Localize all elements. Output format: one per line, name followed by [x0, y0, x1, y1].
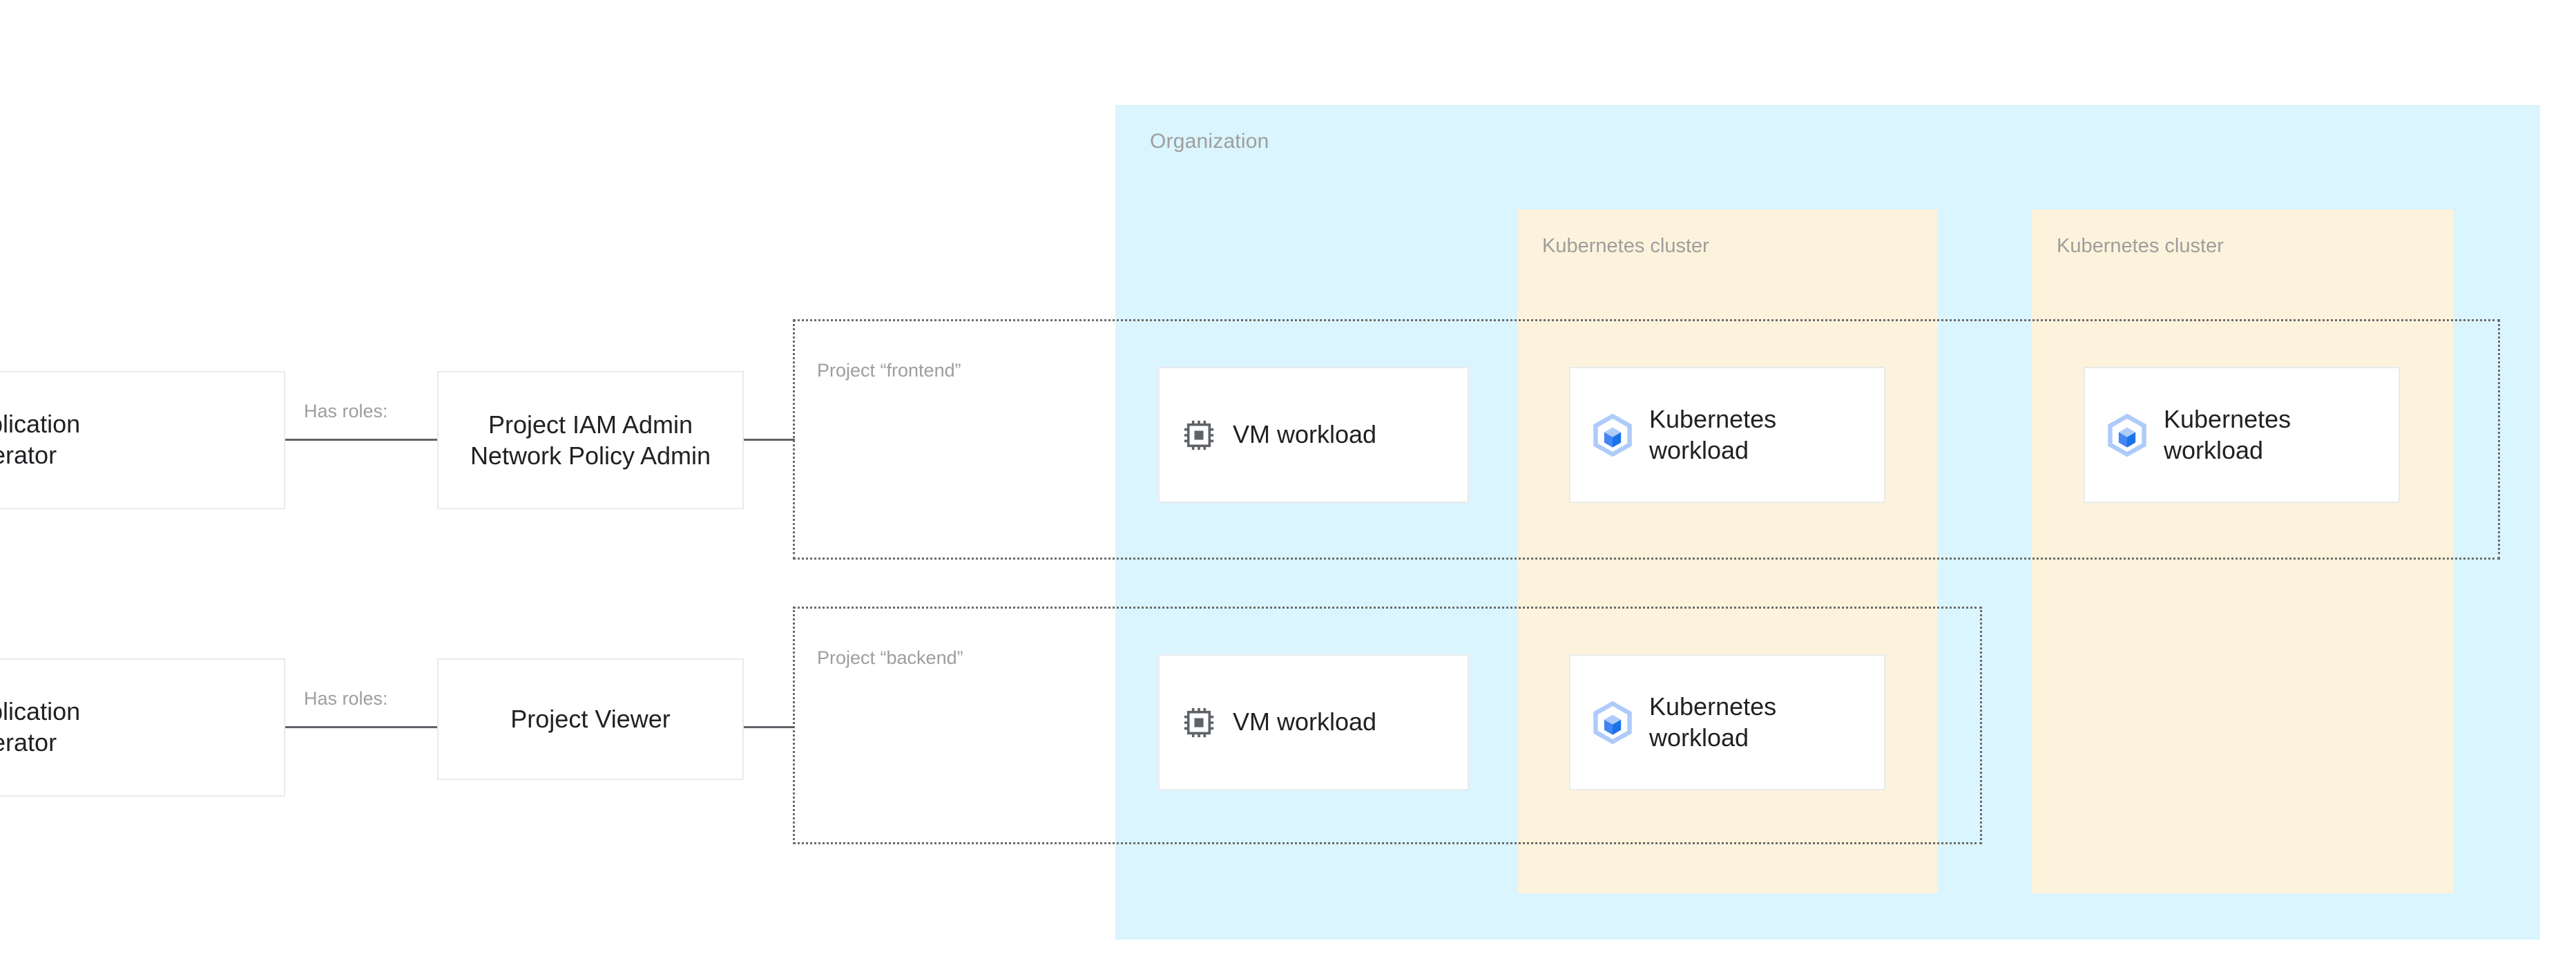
kubernetes-cluster-1-label: Kubernetes cluster	[1542, 235, 1709, 257]
connector-actor1-to-role1	[285, 439, 439, 441]
chip-icon	[1184, 707, 1214, 737]
connector-role2-to-project-backend	[744, 726, 795, 728]
workload-card-kubernetes-frontend-cluster1[interactable]: Kubernetes workload	[1569, 367, 1885, 503]
chip-icon	[1184, 420, 1214, 450]
workload-label: Kubernetes workload	[1649, 692, 1777, 752]
workload-card-vm-backend[interactable]: VM workload	[1158, 654, 1469, 790]
actor-label: Application Operator	[0, 697, 81, 757]
role-label: Project Viewer	[510, 705, 671, 734]
kubernetes-icon	[2108, 413, 2146, 457]
workload-label: Kubernetes workload	[2164, 404, 2291, 464]
kubernetes-cluster-2-label: Kubernetes cluster	[2057, 235, 2224, 257]
project-backend-boundary	[793, 607, 1982, 844]
kubernetes-cluster-2-container	[2032, 209, 2453, 893]
actor-application-operator-1[interactable]: Application Operator	[0, 371, 285, 509]
has-roles-label-2: Has roles:	[304, 688, 388, 709]
workload-label: VM workload	[1233, 707, 1377, 736]
workload-card-kubernetes-backend-cluster1[interactable]: Kubernetes workload	[1569, 654, 1885, 790]
role-box-1[interactable]: Project IAM Admin Network Policy Admin	[437, 371, 744, 509]
role-box-2[interactable]: Project Viewer	[437, 658, 744, 780]
workload-card-vm-frontend[interactable]: VM workload	[1158, 367, 1469, 503]
actor-application-operator-2[interactable]: Application Operator	[0, 658, 285, 797]
workload-label: VM workload	[1233, 420, 1377, 449]
role-label: Project IAM Admin Network Policy Admin	[470, 410, 711, 470]
actor-label: Application Operator	[0, 410, 81, 469]
organization-label: Organization	[1150, 130, 1269, 153]
kubernetes-icon	[1593, 413, 1632, 457]
project-frontend-label: Project “frontend”	[817, 360, 961, 381]
connector-role1-to-project-frontend	[744, 439, 795, 441]
has-roles-label-1: Has roles:	[304, 401, 388, 421]
kubernetes-icon	[1593, 701, 1632, 744]
workload-card-kubernetes-frontend-cluster2[interactable]: Kubernetes workload	[2084, 367, 2400, 503]
workload-label: Kubernetes workload	[1649, 404, 1777, 464]
connector-actor2-to-role2	[285, 726, 439, 728]
project-backend-label: Project “backend”	[817, 647, 963, 668]
